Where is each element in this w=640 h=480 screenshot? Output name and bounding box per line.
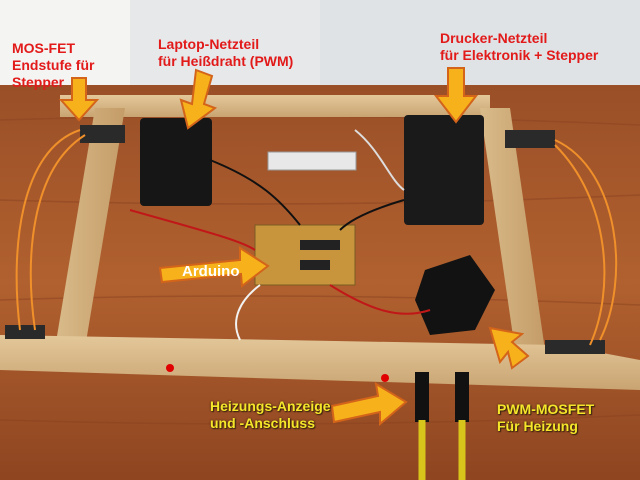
frame-front-rail xyxy=(0,335,640,390)
arrow-arduino xyxy=(158,246,270,288)
heating-connector-left xyxy=(415,372,429,422)
stepper-driver-left-top xyxy=(80,125,125,143)
stepper-driver-right-top xyxy=(505,130,555,148)
arrow-laptop-psu xyxy=(179,68,218,130)
terminal-strip xyxy=(267,151,357,171)
arduino-board xyxy=(254,224,356,286)
printer-power-supply xyxy=(404,115,484,225)
annotation-arrows xyxy=(58,67,530,427)
stepper-driver-left-bottom xyxy=(5,325,45,339)
frame-top-rail xyxy=(60,95,490,117)
label-mosfet-stepper: MOS-FET Endstufe für Stepper xyxy=(12,40,95,90)
pwm-mosfet-heatsink xyxy=(415,255,495,335)
stepper-driver-right-bottom xyxy=(545,340,605,354)
wires xyxy=(15,129,618,346)
label-printer-psu: Drucker-Netzteil für Elektronik + Steppe… xyxy=(440,30,599,63)
background-window xyxy=(130,0,330,95)
frame-right-rail xyxy=(480,108,545,350)
heating-connector-right xyxy=(455,372,469,422)
led-left xyxy=(166,364,174,372)
led-right xyxy=(381,374,389,382)
label-arduino: Arduino xyxy=(182,263,240,280)
frame-left-rail xyxy=(55,108,125,348)
arduino-chip-2 xyxy=(300,260,330,270)
arrow-pwm-mosfet xyxy=(488,326,530,370)
laptop-power-supply xyxy=(140,118,212,206)
arduino-chip xyxy=(300,240,340,250)
arrow-printer-psu xyxy=(433,67,479,124)
arrow-mosfet-stepper xyxy=(58,77,100,122)
background-curtain xyxy=(320,0,640,90)
arrow-heating-indicator xyxy=(330,382,408,427)
label-pwm-mosfet: PWM-MOSFET Für Heizung xyxy=(497,401,595,434)
label-heating-indicator: Heizungs-Anzeige und -Anschluss xyxy=(210,398,331,431)
label-laptop-psu: Laptop-Netzteil für Heißdraht (PWM) xyxy=(158,36,294,69)
